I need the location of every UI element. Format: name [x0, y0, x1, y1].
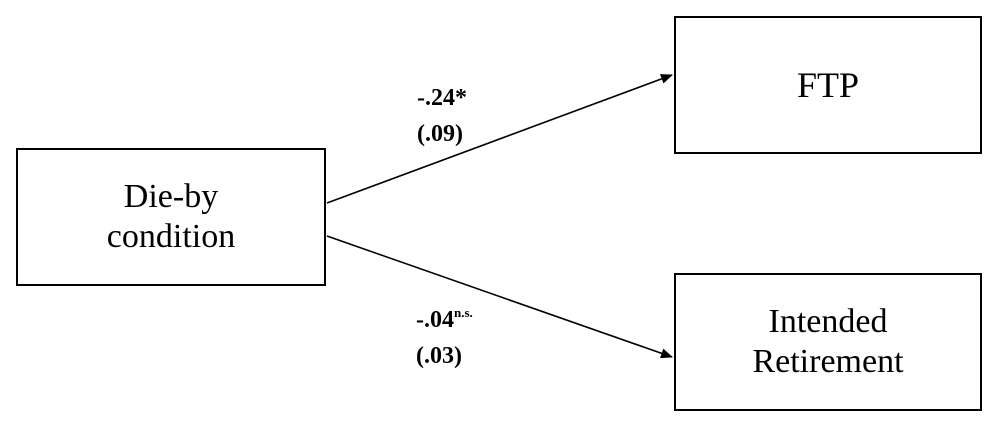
ftp-standard-error: (.09) [417, 121, 463, 147]
ftp-box: FTP [674, 16, 982, 154]
ftp-significance-marker: * [455, 85, 467, 111]
ftp-coefficient-value: -.24 [417, 85, 455, 111]
die-by-condition-label-line2: condition [106, 218, 236, 255]
intended-retirement-label-line2: Retirement [752, 343, 904, 380]
retirement-path-coefficient: -.04n.s. (.03) [416, 295, 473, 374]
arrow-to-ftp [326, 74, 673, 204]
retirement-coefficient-value: -.04 [416, 307, 454, 333]
die-by-condition-label-line1: Die-by [123, 178, 219, 215]
arrow-to-intended-retirement [326, 235, 673, 359]
retirement-standard-error: (.03) [416, 343, 462, 369]
intended-retirement-label-line1: Intended [768, 303, 888, 340]
intended-retirement-box: Intended Retirement [674, 273, 982, 411]
retirement-significance-marker: n.s. [454, 305, 473, 320]
ftp-label: FTP [796, 65, 860, 105]
ftp-path-coefficient: -.24* (.09) [417, 80, 467, 152]
die-by-condition-box: Die-by condition [16, 148, 326, 286]
